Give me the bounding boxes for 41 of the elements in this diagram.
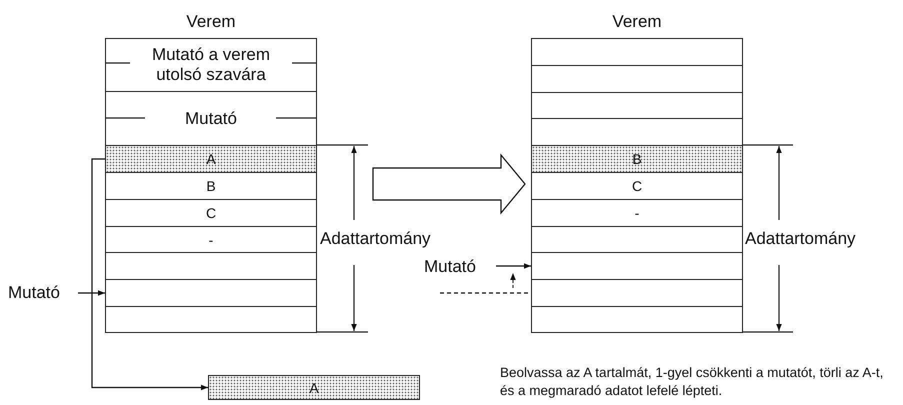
stack-heading: Verem [185,11,237,33]
stack-cell [105,199,317,227]
cell-label: B [632,150,642,169]
cell-label: C [206,204,216,223]
stack-cell [531,252,743,280]
area-label: Adattartomány [320,229,431,249]
stack-cell [105,38,317,92]
dashed-line [440,292,531,294]
stack-cell [531,306,743,333]
cell-label: Mutató [185,108,237,128]
stack-cell [531,279,743,307]
cell-label: C [632,177,642,196]
stack-cell [531,199,743,227]
stack-cell [531,226,743,253]
connector-arrow [91,158,208,390]
stack-cell [105,279,317,307]
arrow [496,263,531,269]
stack-cell [105,226,317,253]
cell-label: A [206,150,216,169]
stack-heading: Verem [611,11,663,33]
cell-label: A [309,378,319,398]
description-text: Beolvassa az A tartalmát, 1-gyel csökkenti a mutatót, törli az A-t, és a megmaradó adatot lefelé lépteti. [500,364,884,400]
stack-cell [105,306,317,333]
stack-cell [531,172,743,200]
cell-label: - [634,204,640,223]
pointer-label: Mutató [8,282,76,304]
cell-label: B [206,177,216,196]
cell-label: - [208,230,214,250]
stack-cell [105,252,317,280]
arrow [78,290,105,296]
stack-cell [531,38,743,66]
stack-cell [531,145,743,173]
area-label: Adattartomány [745,229,856,249]
stack-cell [531,65,743,93]
pointer-label: Mutató [424,256,494,278]
block-arrow [372,153,526,215]
stack-cell [531,92,743,119]
data-box [208,375,420,400]
stack-cell [105,145,317,173]
stack-cell [105,172,317,200]
cell-label: Mutató a verem utolsó szavára [150,45,272,85]
